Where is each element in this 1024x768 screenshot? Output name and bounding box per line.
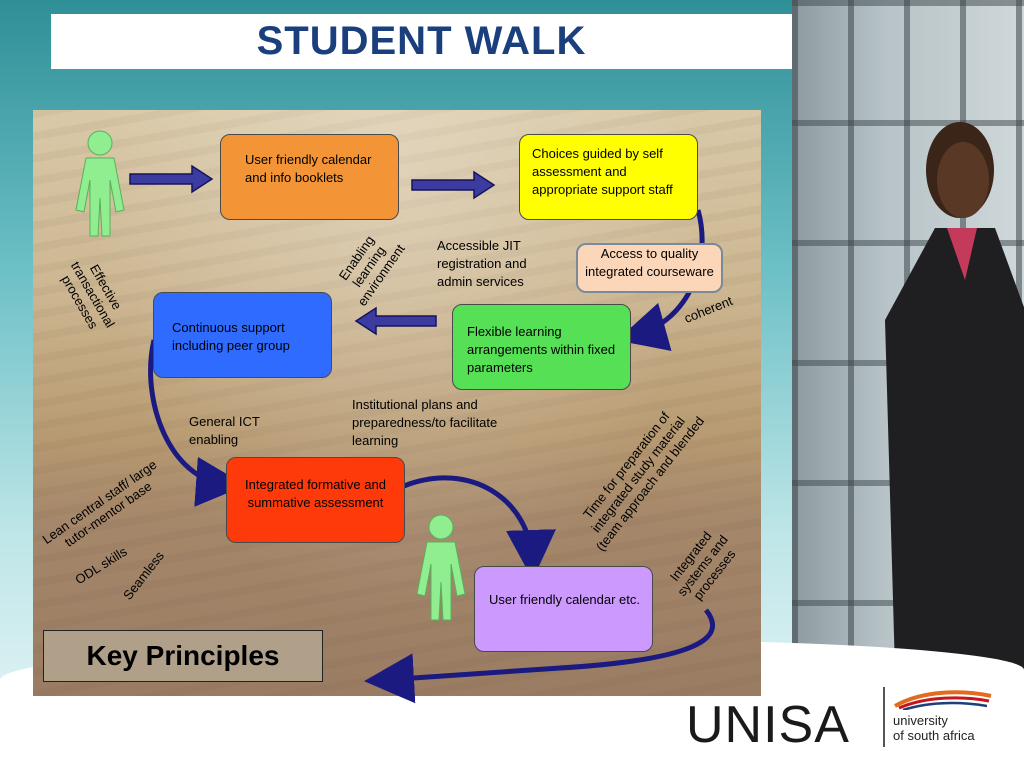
box-calendar-etc: User friendly calendar etc. <box>474 566 653 652</box>
title-bar: STUDENT WALK <box>51 14 792 69</box>
logo-sub-line-1: university <box>893 713 948 728</box>
key-principles-box: Key Principles <box>43 630 323 682</box>
box-integrated-assessment-text: Integrated formative and summative asses… <box>245 477 386 510</box>
unisa-logo-subtitle: university of south africa <box>893 713 975 743</box>
curve-arrow-blue-to-red <box>148 339 246 507</box>
box-continuous-support-text: Continuous support including peer group <box>172 320 290 353</box>
box-access-quality-text: Access to quality integrated courseware <box>585 246 714 279</box>
logo-sub-line-2: of south africa <box>893 728 975 743</box>
block-arrow-2 <box>411 170 496 200</box>
box-choices-guided-text: Choices guided by self assessment and ap… <box>532 146 673 197</box>
unisa-logo-swoosh-icon <box>894 690 992 710</box>
box-access-quality: Access to quality integrated courseware <box>576 243 723 293</box>
box-calendar-booklets: User friendly calendar and info booklets <box>220 134 399 220</box>
logo-divider <box>883 687 885 747</box>
label-general-ict: General ICT enabling <box>189 414 260 447</box>
box-choices-guided: Choices guided by self assessment and ap… <box>519 134 698 220</box>
box-calendar-booklets-text: User friendly calendar and info booklets <box>245 152 372 185</box>
box-flexible-learning-text: Flexible learning arrangements within fi… <box>467 324 616 375</box>
curve-arrow-return <box>364 608 716 704</box>
label-accessible-jit: Accessible JIT registration and admin se… <box>437 238 527 289</box>
box-calendar-etc-text: User friendly calendar etc. <box>489 592 641 607</box>
woman-photo-figure <box>885 122 1024 670</box>
block-arrow-1 <box>129 164 214 194</box>
block-arrow-3 <box>354 306 437 336</box>
curve-arrow-red-to-purple <box>403 475 556 580</box>
student-figure-icon <box>75 130 125 237</box>
student-figure-2-icon <box>416 514 466 621</box>
box-continuous-support: Continuous support including peer group <box>153 292 332 378</box>
label-institutional-plans: Institutional plans and preparedness/to … <box>352 397 498 448</box>
box-flexible-learning: Flexible learning arrangements within fi… <box>452 304 631 390</box>
box-integrated-assessment: Integrated formative and summative asses… <box>226 457 405 543</box>
unisa-logo-word: UNISA <box>686 696 850 754</box>
page-title: STUDENT WALK <box>256 19 587 63</box>
